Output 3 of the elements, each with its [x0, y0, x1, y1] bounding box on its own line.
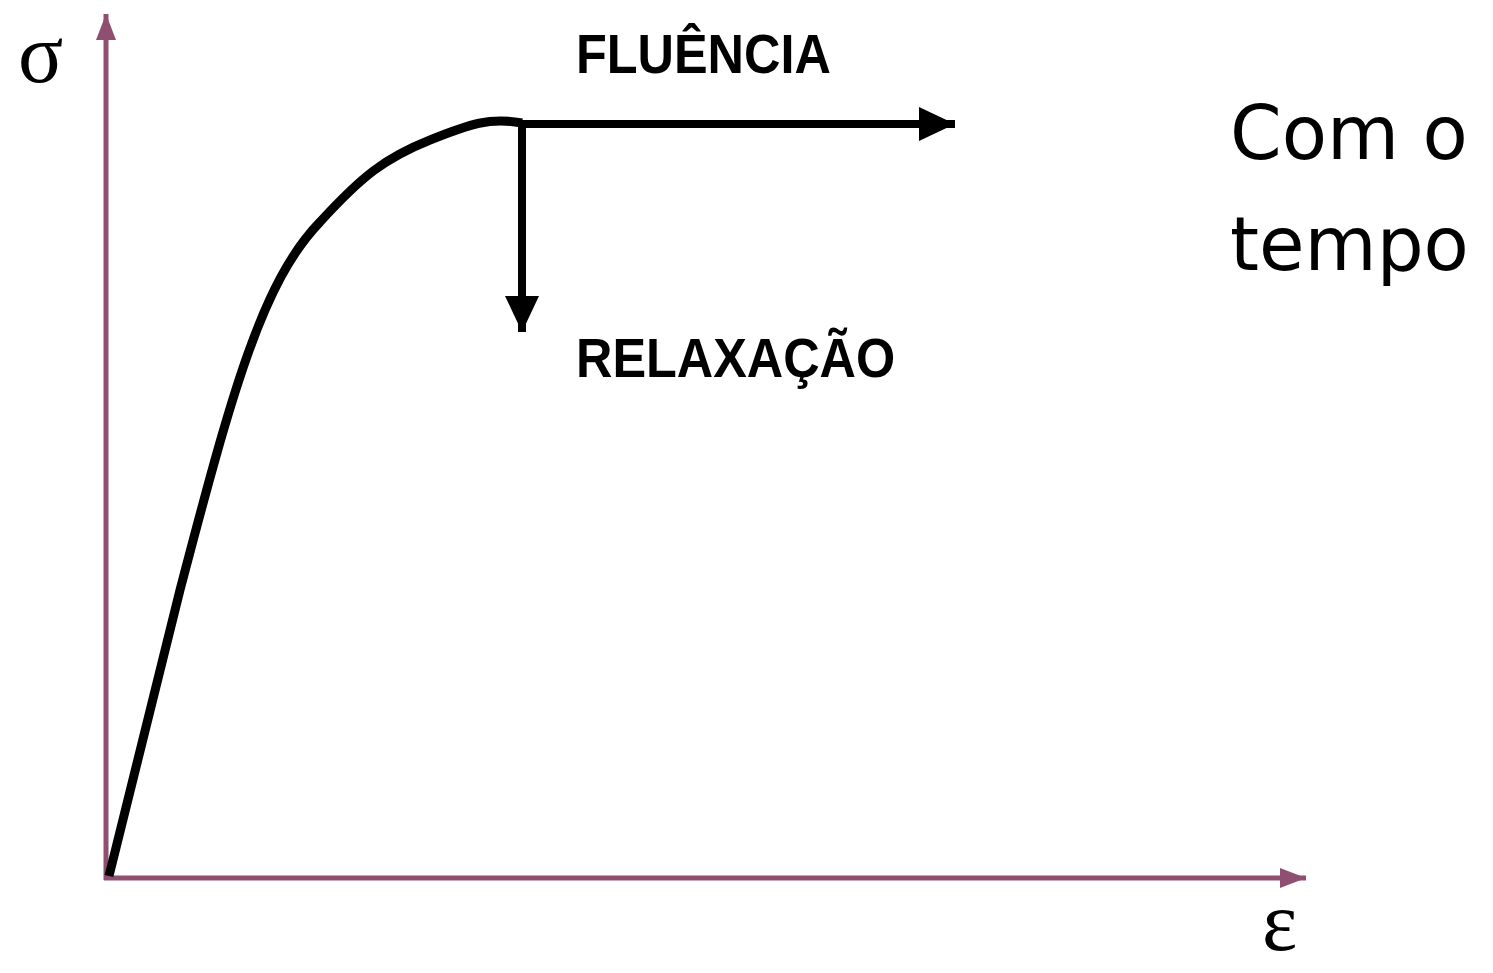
axis-label: ε — [1262, 880, 1298, 964]
annotation-text: Com o tempo — [1230, 89, 1470, 289]
axis-label: σ — [18, 12, 64, 96]
